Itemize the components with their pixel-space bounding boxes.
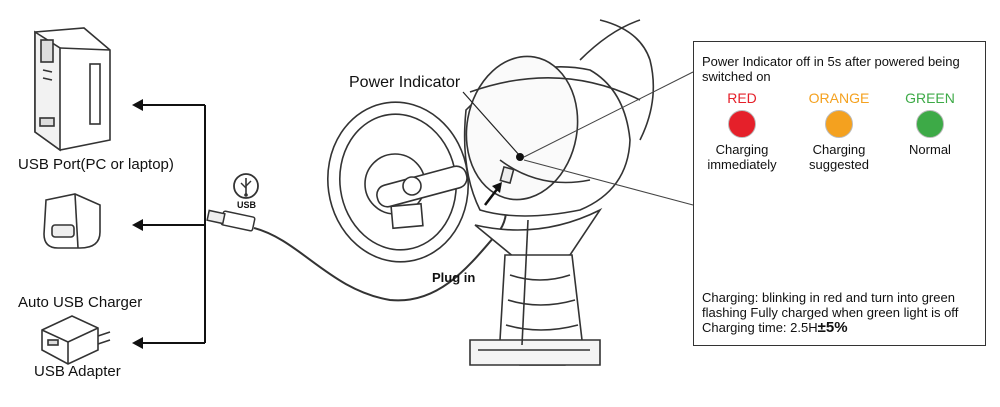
- flashlight-illustration: [326, 19, 655, 366]
- power-indicator-pointer: [462, 71, 694, 206]
- charging-note: Charging: blinking in red and turn into …: [702, 290, 982, 335]
- led-green: GREEN Normal: [882, 90, 978, 157]
- usb-logo-label: USB: [237, 200, 257, 210]
- computer-tower-icon: [34, 27, 111, 152]
- power-indicator-label: Power Indicator: [349, 74, 461, 91]
- led-green-dot: [916, 110, 944, 138]
- info-title: Power Indicator off in 5s after powered …: [702, 54, 960, 84]
- power-indicator-info-panel: Power Indicator off in 5s after powered …: [693, 41, 986, 346]
- note-line-1: Charging: blinking in red and turn into …: [702, 290, 955, 305]
- usb-port-label: USB Port(PC or laptop): [18, 156, 174, 173]
- wall-adapter-icon: [41, 315, 111, 365]
- led-red-dot: [728, 110, 756, 138]
- usb-symbol-icon: [233, 173, 259, 199]
- charging-tolerance: ±5%: [817, 319, 848, 336]
- led-red-desc-2: immediately: [707, 157, 777, 172]
- note-line-3: Charging time: 2.5H±5%: [702, 320, 982, 335]
- car-charger-icon: [43, 193, 101, 249]
- led-orange-desc-2: suggested: [809, 157, 869, 172]
- plug-in-arrow: [484, 182, 502, 206]
- led-red-desc-1: Charging: [715, 142, 769, 157]
- led-orange-name: ORANGE: [808, 90, 870, 106]
- led-green-desc-1: Normal: [909, 142, 951, 157]
- usb-adapter-label: USB Adapter: [34, 363, 121, 380]
- connection-arrows: [140, 104, 206, 344]
- led-green-name: GREEN: [905, 90, 955, 106]
- arrow-head-car: [132, 219, 143, 231]
- note-line-2: flashing Fully charged when green light …: [702, 305, 959, 320]
- led-red-name: RED: [727, 90, 757, 106]
- arrow-head-adapter: [132, 337, 143, 349]
- charging-time: Charging time: 2.5H: [702, 320, 818, 335]
- auto-usb-charger-label: Auto USB Charger: [18, 294, 143, 311]
- usb-cable: [206, 184, 508, 302]
- led-orange: ORANGE Charging suggested: [791, 90, 887, 172]
- led-orange-dot: [825, 110, 853, 138]
- arrow-head-pc: [132, 99, 143, 111]
- led-orange-desc-1: Charging: [812, 142, 866, 157]
- led-red: RED Charging immediately: [694, 90, 790, 172]
- plug-in-label: Plug in: [432, 270, 476, 285]
